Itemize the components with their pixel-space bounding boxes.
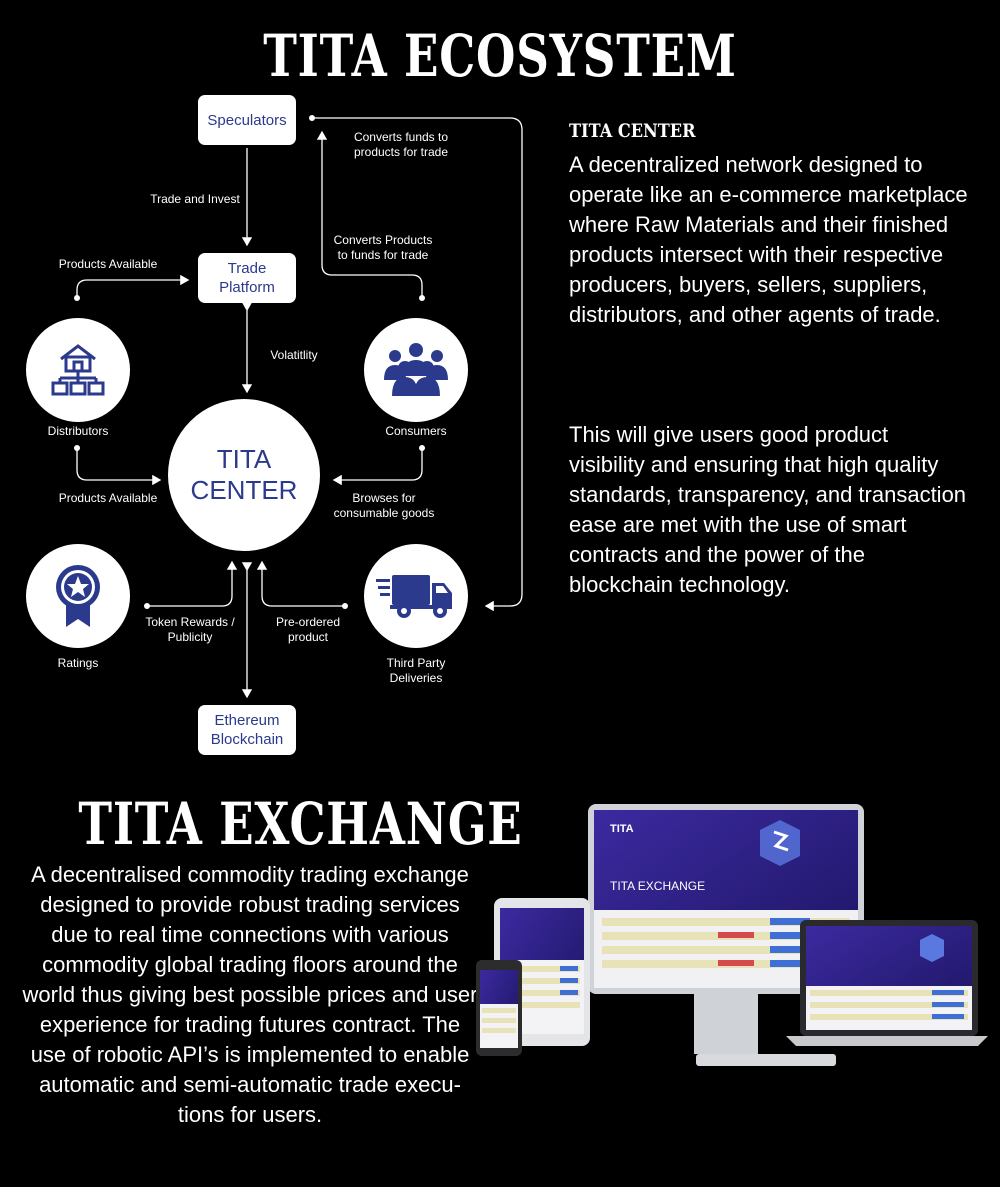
people-icon: [384, 343, 448, 396]
mockup-logo: TITA: [610, 823, 634, 835]
edge-label-trade-invest: Trade and Invest: [150, 192, 240, 206]
tita-center-label-line1: TITA: [216, 444, 272, 474]
converts-products-line2: to funds for trade: [337, 248, 429, 262]
edge-label-converts-funds: Converts funds to products for trade: [345, 130, 457, 160]
converts-funds-line2: products for trade: [353, 145, 449, 159]
third-party-label-line2: Deliveries: [389, 671, 443, 685]
exchange-description: A decentralised commodity trading exchan…: [22, 862, 478, 1127]
consumers-node: [364, 318, 468, 422]
warehouse-icon: [51, 344, 105, 396]
distributors-node: [26, 318, 130, 422]
edge-label-products-available-bottom: Products Available: [58, 491, 158, 505]
tita-center-paragraph-2: This will give users good product visibi…: [569, 422, 967, 597]
speculators-node: Speculators: [198, 95, 296, 145]
device-mockup-illustration: TITA TITA EXCHANGE: [470, 800, 990, 1090]
trade-platform-node: Trade Platform: [198, 253, 296, 303]
edge-label-converts-products: Converts Products to funds for trade: [328, 233, 438, 263]
distributors-label: Distributors: [47, 424, 109, 438]
token-rewards-line2: Publicity: [167, 630, 213, 644]
edge-label-token-rewards: Token Rewards / Publicity: [136, 615, 244, 645]
edge-label-products-available-top: Products Available: [58, 257, 158, 271]
tita-center-paragraph-1: A decentralized network designed to oper…: [569, 152, 968, 327]
third-party-label-line1: Third Party: [386, 656, 446, 670]
edge-label-volatility: Volatitlity: [270, 348, 318, 362]
ecosystem-title: TITA ECOSYSTEM: [263, 22, 737, 90]
star-badge-icon: [56, 565, 100, 627]
trade-platform-label-line2: Platform: [219, 279, 275, 296]
mockup-heading: TITA EXCHANGE: [610, 879, 705, 893]
token-rewards-line1: Token Rewards /: [145, 615, 235, 629]
speculators-label: Speculators: [207, 111, 287, 129]
trade-platform-label-line1: Trade: [227, 260, 267, 277]
converts-products-line1: Converts Products: [333, 233, 433, 247]
ethereum-label-line2: Blockchain: [210, 731, 284, 748]
ratings-node: [26, 544, 130, 648]
browses-line1: Browses for: [352, 491, 416, 505]
third-party-label: Third Party Deliveries: [366, 656, 466, 686]
ethereum-label-line1: Ethereum: [214, 712, 280, 729]
preordered-line2: product: [287, 630, 329, 644]
preordered-line1: Pre-ordered: [275, 615, 341, 629]
devices-graphic: TITA TITA EXCHANGE: [476, 804, 988, 1066]
converts-funds-line1: Converts funds to: [353, 130, 449, 144]
tita-center-label-line2: CENTER: [190, 475, 298, 505]
diagram-connectors: [74, 115, 523, 699]
third-party-deliveries-node: [364, 544, 468, 648]
delivery-truck-icon: [376, 575, 452, 618]
consumers-label: Consumers: [385, 424, 447, 438]
tita-center-node: TITA CENTER: [168, 399, 320, 551]
ethereum-blockchain-node: Ethereum Blockchain: [198, 705, 296, 755]
ratings-label: Ratings: [57, 656, 99, 670]
exchange-title: TITA EXCHANGE: [78, 790, 523, 858]
edge-label-preordered: Pre-ordered product: [268, 615, 348, 645]
tita-center-heading: TITA CENTER: [569, 120, 696, 142]
browses-line2: consumable goods: [333, 506, 435, 520]
edge-label-browses: Browses for consumable goods: [328, 491, 440, 521]
